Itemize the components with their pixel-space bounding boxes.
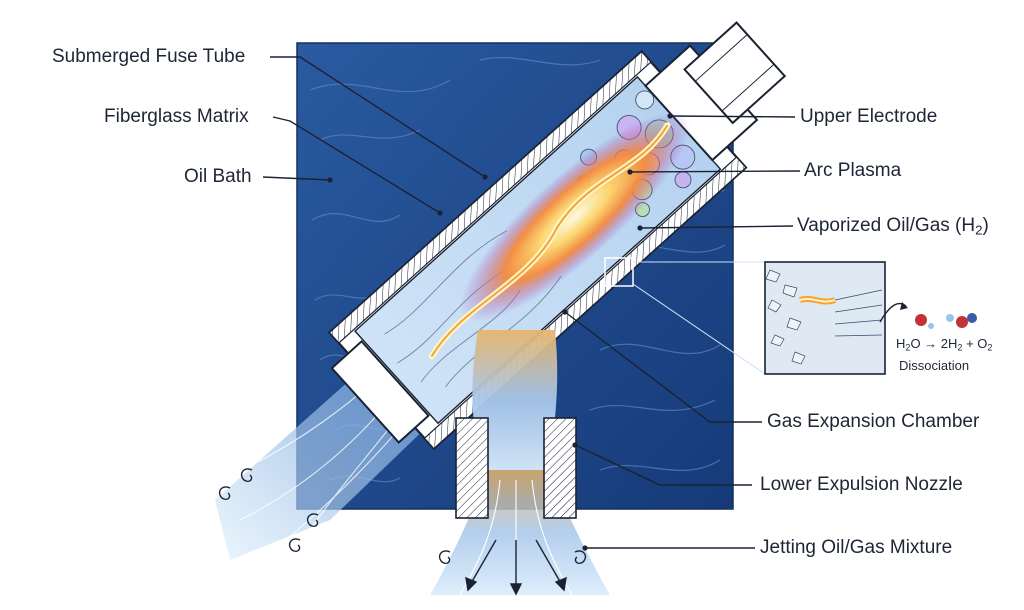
eq-a: H bbox=[896, 336, 906, 351]
dissociation-equation: H2O → 2H2 + O2 bbox=[896, 336, 992, 355]
vaporized-main: Vaporized Oil/Gas (H bbox=[797, 215, 976, 236]
label-upper-electrode: Upper Electrode bbox=[800, 106, 938, 127]
dissociation-inset bbox=[604, 257, 977, 375]
label-gas-expansion-chamber: Gas Expansion Chamber bbox=[767, 411, 980, 432]
label-submerged-fuse-tube: Submerged Fuse Tube bbox=[52, 46, 246, 67]
eq-b: O → 2H bbox=[910, 336, 958, 351]
label-fiberglass-matrix: Fiberglass Matrix bbox=[104, 106, 249, 127]
label-arc-plasma: Arc Plasma bbox=[804, 160, 902, 181]
eq-b-sub: 2 bbox=[957, 342, 963, 353]
label-lower-expulsion-nozzle: Lower Expulsion Nozzle bbox=[760, 474, 963, 495]
vaporized-close: ) bbox=[982, 215, 989, 236]
leader-dots bbox=[327, 113, 673, 551]
expulsion-nozzle bbox=[430, 330, 610, 596]
leader-lines bbox=[262, 56, 801, 549]
eq-c-sub: 2 bbox=[987, 342, 993, 353]
fuse-tube bbox=[327, 21, 787, 451]
vaporized-sub: 2 bbox=[975, 222, 983, 238]
dissociation-label: Dissociation bbox=[899, 358, 970, 373]
label-oil-bath: Oil Bath bbox=[184, 166, 252, 187]
eq-c: + O bbox=[962, 336, 988, 351]
label-jetting-oil-gas: Jetting Oil/Gas Mixture bbox=[760, 537, 953, 558]
eq-a-sub: 2 bbox=[905, 342, 911, 353]
label-vaporized-oil-gas: Vaporized Oil/Gas (H2) bbox=[797, 215, 989, 241]
